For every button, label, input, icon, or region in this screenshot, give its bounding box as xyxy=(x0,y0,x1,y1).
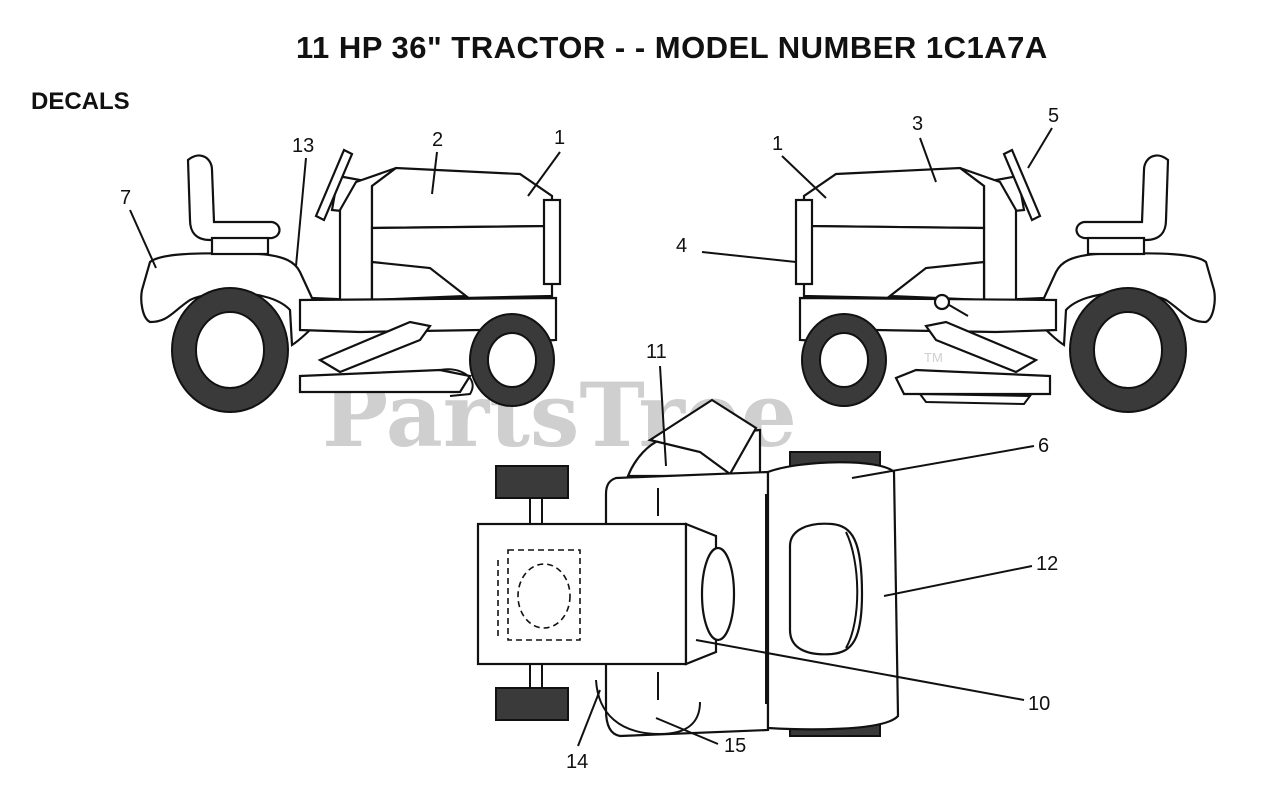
right-deck-plate xyxy=(917,392,1032,406)
leader-13 xyxy=(295,157,307,267)
leader-14 xyxy=(577,689,601,747)
right-hood xyxy=(802,166,986,230)
right-rear-rim xyxy=(1093,311,1163,389)
left-seat xyxy=(186,154,281,242)
left-foot-pedal xyxy=(317,320,432,374)
leader-3 xyxy=(919,137,937,183)
leader-4 xyxy=(701,251,797,263)
leader-11 xyxy=(659,365,667,467)
callout-13: 13 xyxy=(292,135,314,157)
top-front-tire-top xyxy=(495,465,569,499)
callout-12: 12 xyxy=(1036,553,1058,575)
callout-11: 11 xyxy=(646,341,667,363)
top-front-tire-bottom xyxy=(495,687,569,721)
watermark-trademark: TM xyxy=(924,350,943,365)
leader-1-left xyxy=(527,151,561,197)
top-engine-cover xyxy=(517,563,571,629)
left-mower-deck xyxy=(298,368,472,394)
callout-5: 5 xyxy=(1048,105,1059,127)
right-grille xyxy=(794,198,814,286)
leader-7 xyxy=(129,209,157,269)
left-front-rim xyxy=(487,332,537,388)
right-side-view xyxy=(794,148,1216,413)
leader-10 xyxy=(695,639,1025,701)
top-view xyxy=(476,398,900,738)
callout-3: 3 xyxy=(912,113,923,135)
right-lever-knob xyxy=(933,293,951,311)
leader-1-right xyxy=(781,155,827,199)
leader-5 xyxy=(1027,127,1053,169)
top-deck-curve xyxy=(595,679,701,736)
callout-14: 14 xyxy=(566,751,588,773)
top-discharge-chute xyxy=(647,398,758,476)
top-seat xyxy=(788,522,864,656)
callout-6: 6 xyxy=(1038,435,1049,457)
top-hood xyxy=(476,522,688,666)
left-grille xyxy=(542,198,562,286)
top-engine-outline xyxy=(507,549,581,641)
callout-4: 4 xyxy=(676,235,687,257)
left-side-view xyxy=(140,148,562,413)
leader-2 xyxy=(431,151,438,195)
left-hood xyxy=(370,166,554,230)
callout-15: 15 xyxy=(724,735,746,757)
left-deck-chute xyxy=(439,368,474,397)
right-seat-base xyxy=(1086,236,1146,256)
top-view-callouts: 11 6 12 10 14 15 xyxy=(566,341,1058,773)
left-rear-rim xyxy=(195,311,265,389)
left-engine-panel xyxy=(370,260,470,302)
top-seat-back xyxy=(845,531,859,649)
right-foot-pedal xyxy=(924,320,1039,374)
left-seat-base xyxy=(210,236,270,256)
right-view-callouts: 1 3 5 4 xyxy=(676,105,1059,263)
callout-7-left: 7 xyxy=(120,187,131,209)
section-label: DECALS xyxy=(31,88,130,115)
leader-6 xyxy=(851,445,1035,479)
right-engine-panel xyxy=(886,260,986,302)
left-steering-wheel xyxy=(314,148,354,222)
right-mower-deck xyxy=(894,368,1052,396)
diagram-title: 11 HP 36" TRACTOR - - MODEL NUMBER 1C1A7… xyxy=(296,30,1048,65)
leader-15 xyxy=(655,717,719,745)
callout-2: 2 xyxy=(432,129,443,151)
left-view-callouts: 7 13 2 1 xyxy=(120,127,565,269)
callout-10: 10 xyxy=(1028,693,1050,715)
right-steering-wheel xyxy=(1002,148,1042,222)
callout-1-right: 1 xyxy=(772,133,783,155)
right-front-rim xyxy=(819,332,869,388)
right-seat xyxy=(1075,154,1170,242)
leader-12 xyxy=(883,565,1033,597)
callout-1-left: 1 xyxy=(554,127,565,149)
top-steering-wheel xyxy=(700,546,736,642)
